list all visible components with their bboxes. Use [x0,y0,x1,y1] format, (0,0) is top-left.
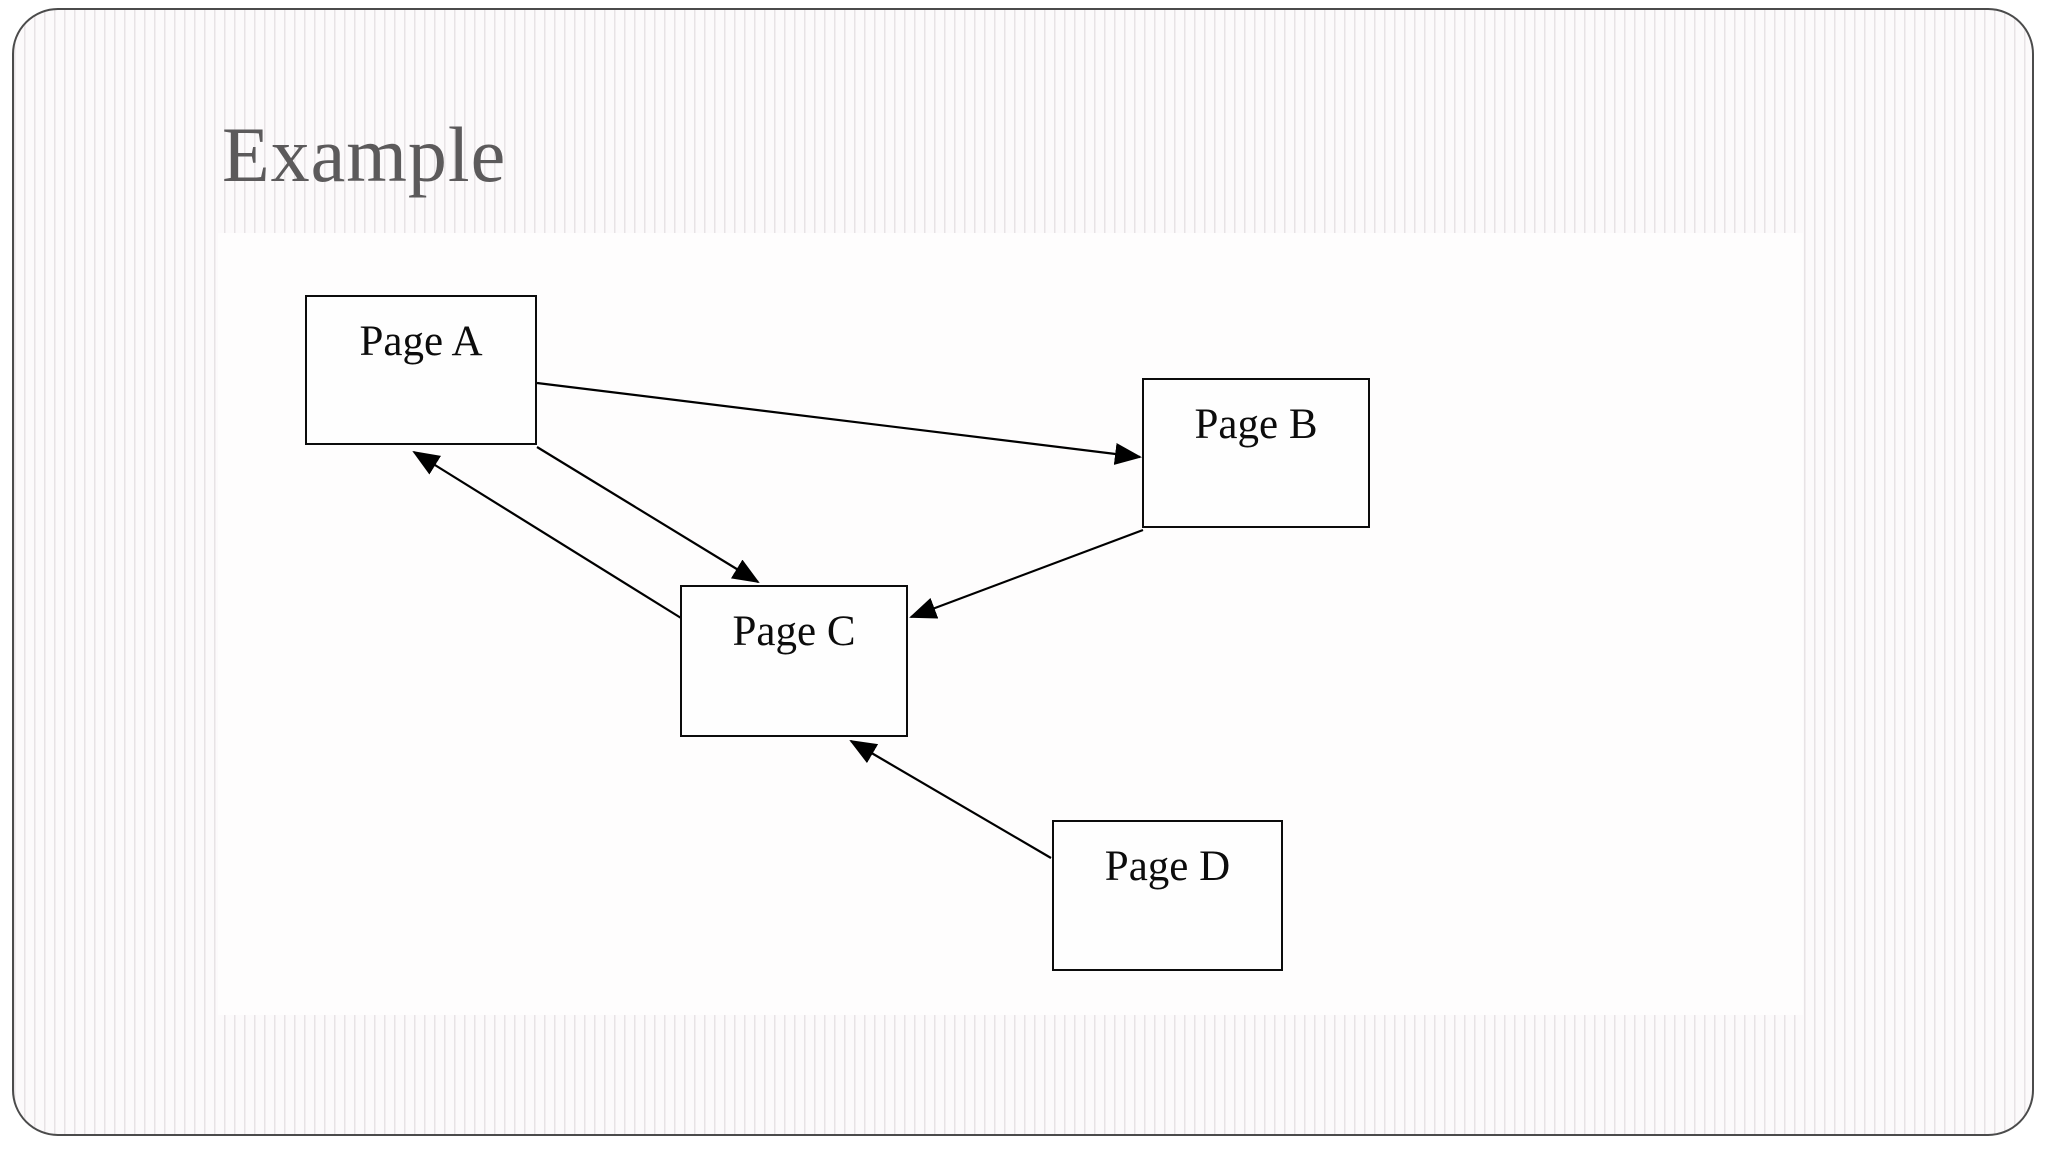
edge-page-c-to-page-a [412,450,682,619]
edge-page-b-to-page-c [909,528,1144,619]
node-page-a: Page A [305,295,537,445]
node-page-b: Page B [1142,378,1370,528]
edge-page-a-to-page-b [536,381,1142,465]
node-page-d: Page D [1052,820,1283,971]
edge-page-a-to-page-c [536,446,760,584]
edge-page-d-to-page-c [849,739,1052,859]
slide-title: Example [222,111,507,198]
node-page-d-label: Page D [1104,843,1231,890]
node-page-b-label: Page B [1194,401,1318,448]
node-page-c: Page C [680,585,908,737]
node-page-c-label: Page C [732,608,856,655]
node-page-a-label: Page A [359,318,483,365]
